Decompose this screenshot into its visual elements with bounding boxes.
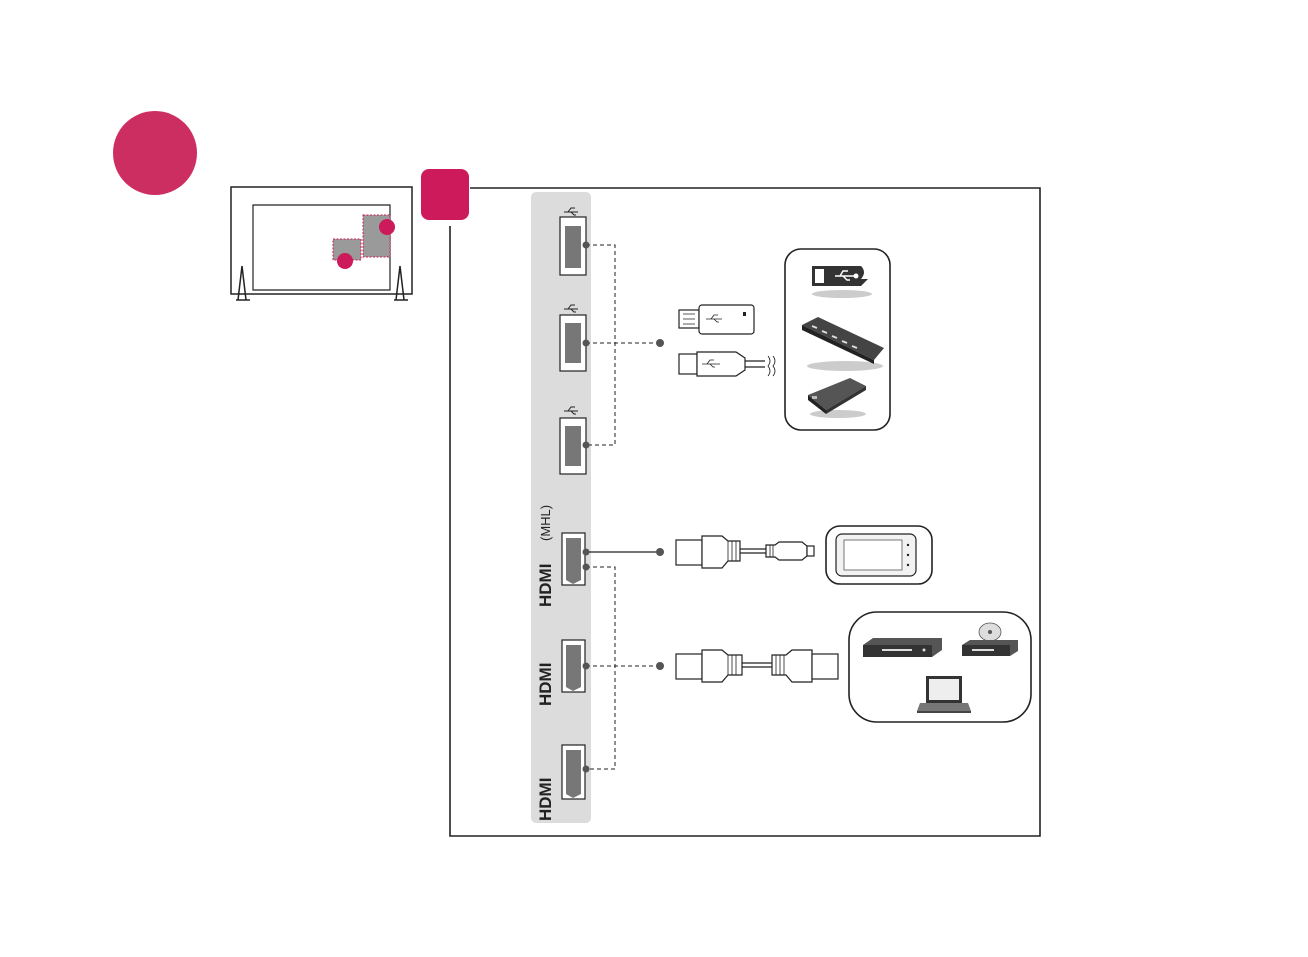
hdmi-label-2: HDMI	[536, 663, 555, 706]
usb-stick-icon	[679, 305, 754, 334]
hdmi-port-1	[562, 533, 585, 585]
hdmi-connection-lines	[586, 567, 660, 769]
callout-marker-a	[379, 219, 395, 235]
usb-port-3	[560, 418, 586, 474]
hdmi-port-dot-1b	[583, 564, 590, 571]
usb-junction-dot	[656, 339, 664, 347]
hdmi-label-3: HDMI	[536, 778, 555, 821]
usb-cable-icon	[679, 352, 775, 376]
usb-flash-drive-icon	[812, 266, 872, 298]
hdmi-junction-dot	[656, 662, 664, 670]
hdmi-label-1: HDMI	[536, 564, 555, 607]
hdmi-port-dot-1a	[583, 549, 590, 556]
hdmi-port-dot-3	[583, 766, 590, 773]
hdmi-port-dot-2	[583, 663, 590, 670]
frame-callout-tab	[421, 169, 469, 220]
mhl-cable-icon	[676, 536, 814, 568]
usb-port-1	[560, 217, 586, 275]
hdmi-port-3	[562, 745, 585, 799]
usb-port-dot-3	[583, 442, 590, 449]
hdmi-port-2	[562, 640, 585, 692]
usb-port-dot-1	[583, 242, 590, 249]
set-top-box-icon	[863, 638, 942, 657]
smartphone-icon	[836, 534, 916, 576]
usb-port-dot-2	[583, 340, 590, 347]
hdmi-cable-icon	[676, 650, 838, 682]
usb-connection-lines	[586, 245, 660, 445]
mhl-junction-dot	[656, 548, 664, 556]
usb-port-2	[560, 315, 586, 371]
step-marker-circle	[113, 111, 197, 195]
callout-marker-b	[337, 253, 353, 269]
mhl-label: (MHL)	[538, 505, 553, 541]
tv-back-thumbnail	[231, 187, 412, 300]
